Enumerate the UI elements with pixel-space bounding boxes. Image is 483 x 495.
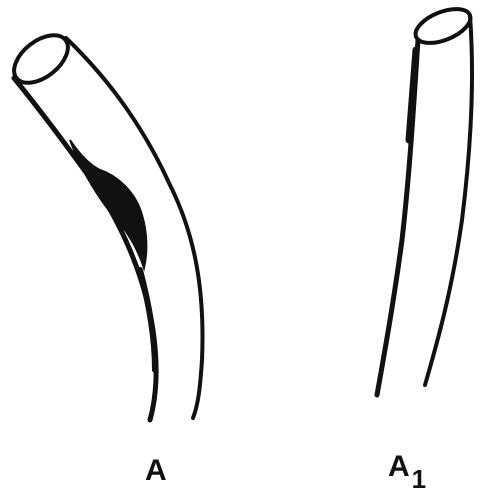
tube-a-inner-contour bbox=[14, 78, 156, 420]
tube-a-shaded-region bbox=[70, 140, 146, 268]
label-a1-main: A bbox=[388, 450, 410, 483]
label-a1: A1 bbox=[388, 452, 426, 482]
tube-a1-opening bbox=[411, 2, 475, 50]
tube-a1-right-contour bbox=[425, 16, 472, 385]
label-a-text: A bbox=[145, 454, 167, 487]
bent-tube-a bbox=[5, 26, 202, 420]
label-a1-subscript: 1 bbox=[412, 464, 426, 494]
tube-a-lower-edge-shade bbox=[140, 270, 155, 370]
tube-a1-left-shade bbox=[409, 50, 416, 140]
label-a: A bbox=[145, 456, 167, 486]
straight-tube-a1 bbox=[377, 2, 475, 395]
